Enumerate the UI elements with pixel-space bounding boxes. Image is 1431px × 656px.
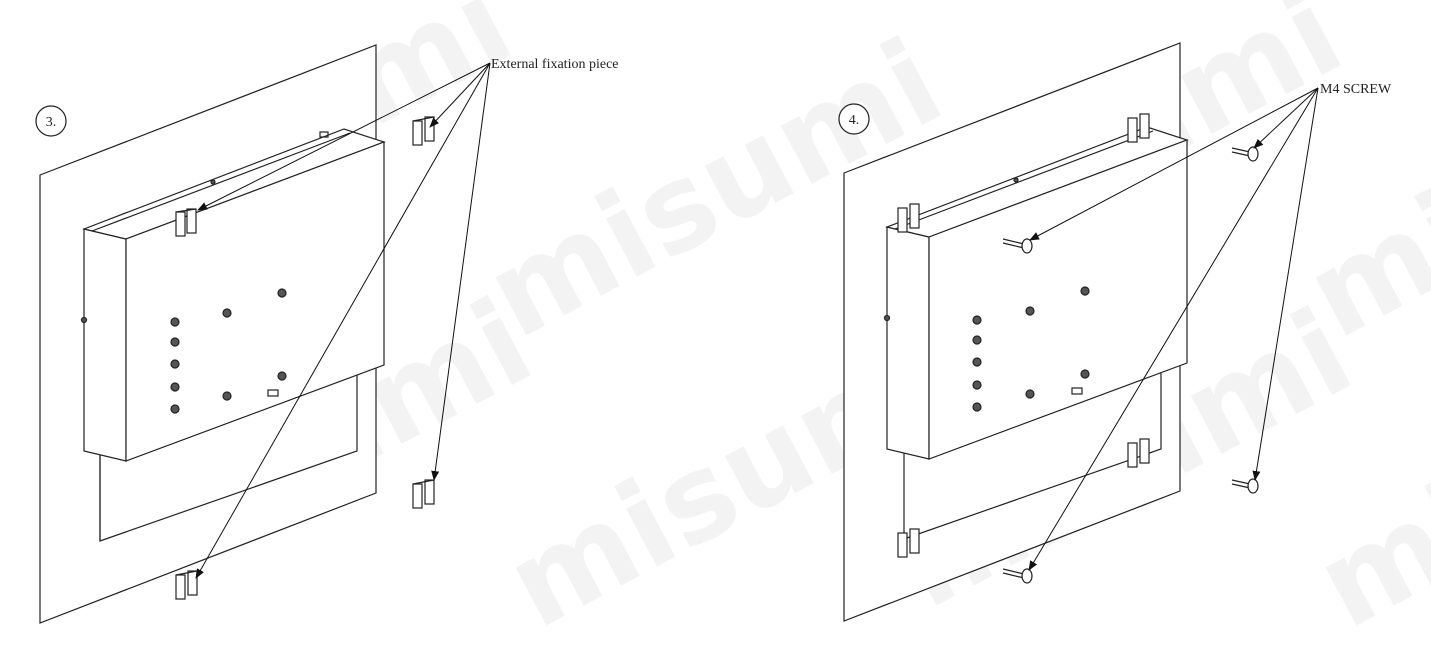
step-4-figure: [843, 42, 1319, 622]
installed-clip-top-left: [897, 203, 920, 233]
installed-clip-top-right: [1127, 113, 1150, 143]
callout-leaders-step-3: [195, 62, 491, 579]
step-4-number-circle: [838, 103, 870, 135]
installed-clip-bottom-right: [1127, 438, 1150, 468]
step-4-callout-label: M4 SCREW: [1320, 82, 1392, 97]
fixation-piece-bottom: [175, 570, 198, 600]
m4-screw-1: [1002, 238, 1033, 254]
back-holes: [80, 179, 287, 414]
fixation-piece-top: [175, 208, 197, 237]
callout-leaders-step-4: [1028, 87, 1319, 571]
monitor-side-face: [83, 228, 127, 462]
m4-screw-2: [1231, 146, 1259, 162]
diagram-canvas: 3. External fixation piece: [35, 42, 1392, 624]
fixation-piece-lower-right: [412, 479, 435, 509]
fixation-piece-upper-right: [412, 116, 435, 146]
step-3-callout-label: External fixation piece: [491, 57, 619, 72]
monitor-back-face: [928, 139, 1188, 460]
back-holes: [883, 177, 1090, 412]
step-4-number: 4.: [849, 113, 860, 128]
monitor-side-face: [886, 226, 930, 460]
installed-clip-bottom-left: [897, 528, 920, 558]
m4-screw-4: [1002, 568, 1033, 584]
step-3-figure: [39, 44, 491, 624]
step-3-number: 3.: [46, 115, 57, 130]
m4-screw-3: [1231, 478, 1259, 494]
assembly-instruction-figure: misumi misumi misumi misumi misumi misum…: [35, 0, 1431, 656]
step-3-number-circle: [35, 105, 67, 137]
